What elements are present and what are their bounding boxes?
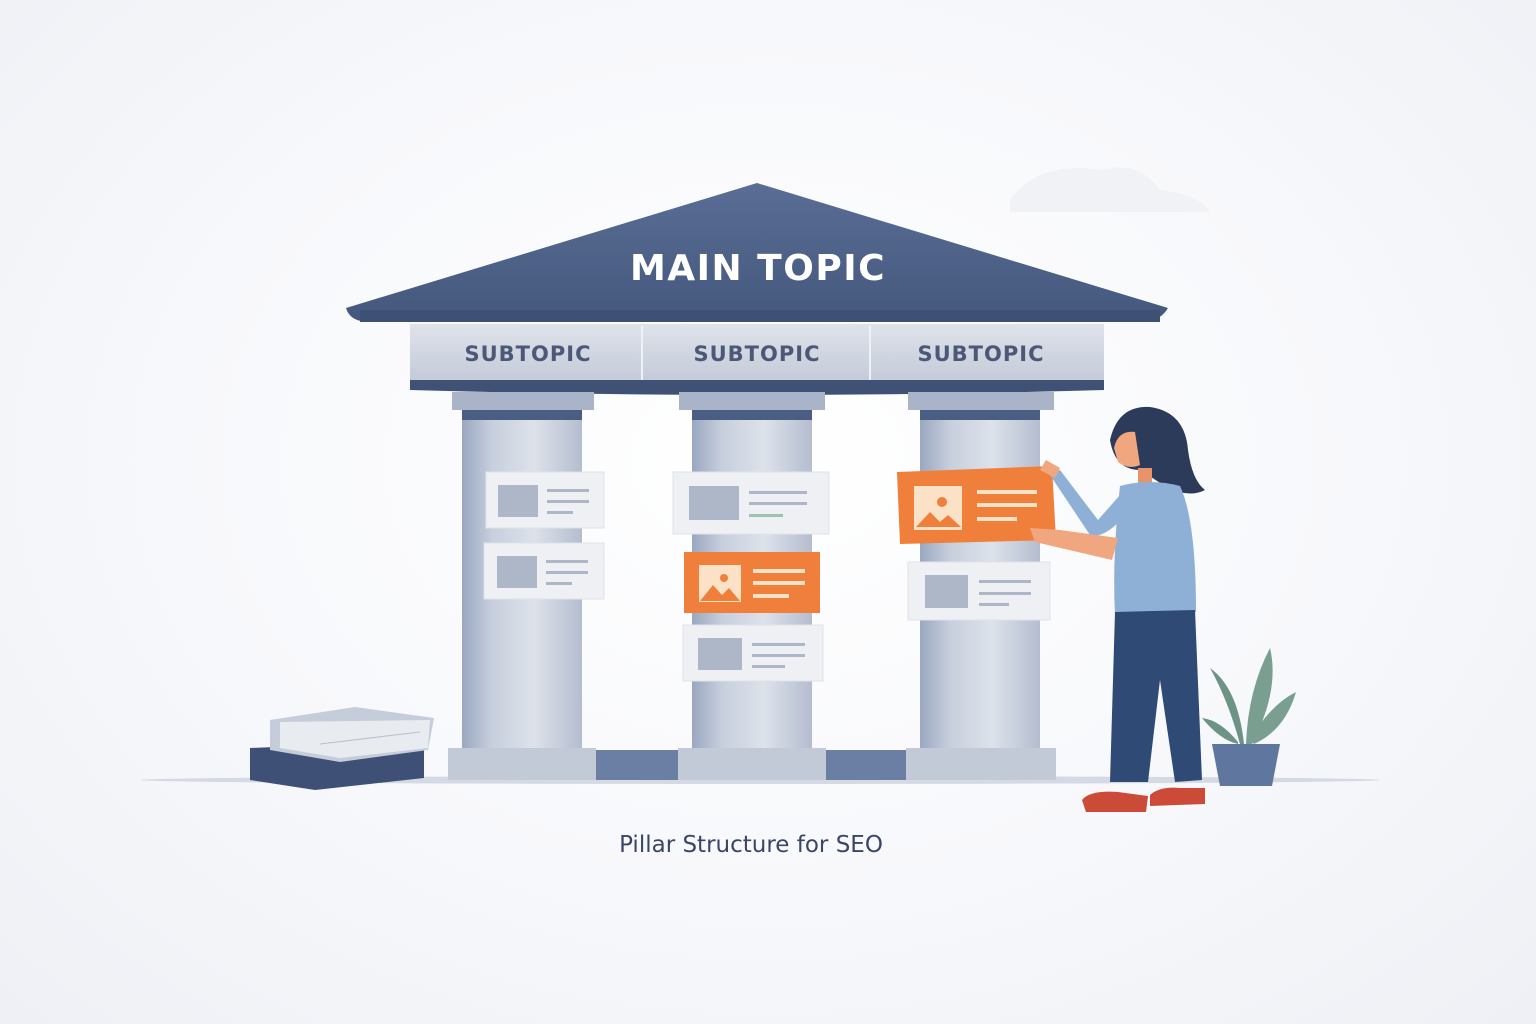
sun-icon — [720, 574, 728, 582]
pillar-1 — [448, 392, 596, 780]
person-figure — [1030, 406, 1205, 812]
image-content-card-orange-held — [897, 466, 1056, 544]
content-card — [682, 624, 824, 682]
base-connector — [596, 750, 678, 780]
mountain-icon — [916, 512, 961, 527]
subtopic-label-1: SUBTOPIC — [464, 342, 592, 366]
book-stack-icon — [250, 707, 434, 790]
cloud-icon — [1010, 167, 1210, 212]
content-card — [907, 561, 1051, 621]
sun-icon — [937, 497, 947, 507]
subtopic-label-3: SUBTOPIC — [917, 342, 1045, 366]
content-card — [672, 471, 830, 535]
potted-plant-icon — [1202, 648, 1296, 786]
main-topic-label: MAIN TOPIC — [629, 248, 887, 289]
content-card — [485, 471, 605, 529]
subtopic-label-2: SUBTOPIC — [693, 342, 821, 366]
base-connector — [826, 750, 906, 780]
diagram-caption: Pillar Structure for SEO — [619, 832, 883, 858]
roof-pediment — [346, 183, 1168, 322]
image-content-card-orange — [684, 552, 820, 613]
subtopic-frieze — [410, 324, 1104, 395]
mountain-icon — [700, 585, 740, 601]
content-card — [483, 542, 605, 600]
